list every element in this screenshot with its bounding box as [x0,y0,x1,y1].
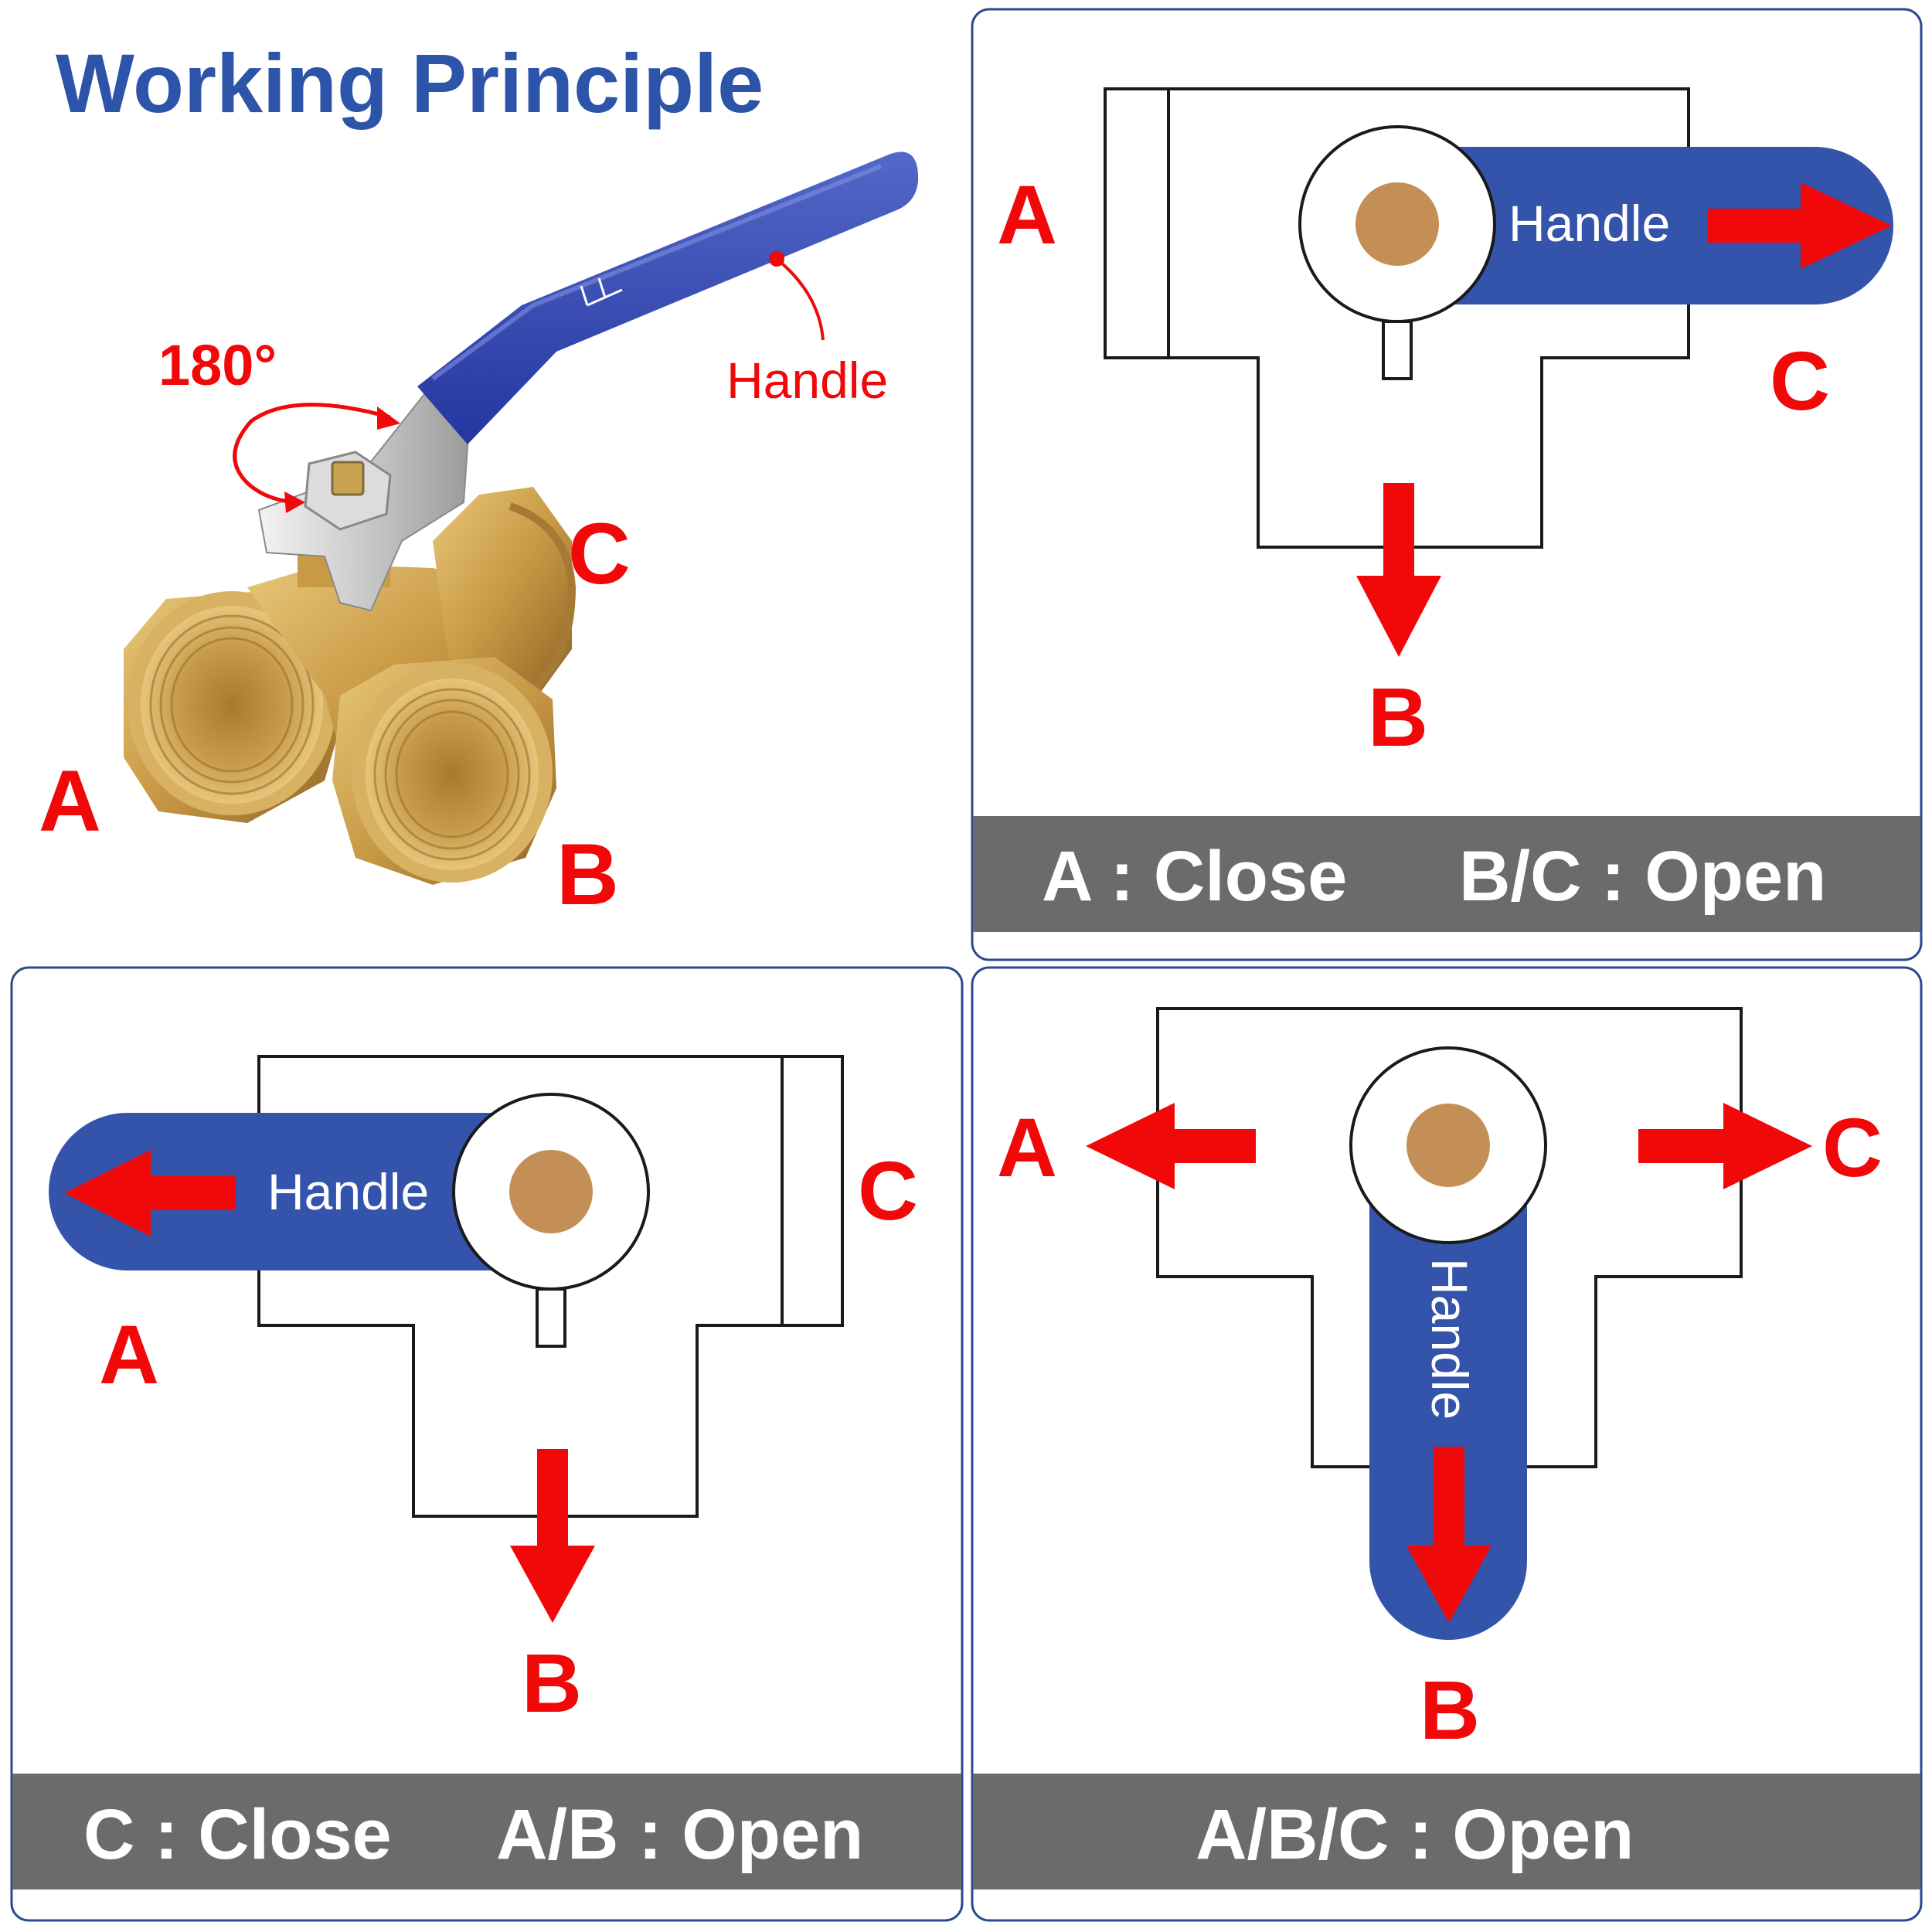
port-a-label: A [99,1308,159,1401]
status-bar [12,1774,961,1889]
flow-arrow-left-icon [1086,1103,1256,1189]
stem-key [1382,320,1413,380]
flow-arrow-down-icon [510,1449,595,1623]
status-text-c-close: C : Close [83,1795,392,1874]
photo-handle-label: Handle [726,352,888,409]
stem-center [1355,182,1439,266]
lever-engraving-icon [580,277,623,307]
status-text-abc-open: A/B/C : Open [1196,1795,1634,1874]
port-b-body [332,657,556,885]
panel-c-closed: Handle C A B C : Close A/B : Open [10,966,964,1922]
status-text-a-close: A : Close [1042,837,1347,916]
flow-arrow-left-icon [64,1150,236,1236]
status-bar [973,1774,1920,1889]
stem-center [1406,1104,1490,1187]
flow-arrow-down-icon [1406,1447,1492,1623]
rotation-arrow-icon [233,403,391,505]
photo-port-a-label: A [39,753,101,849]
port-b-label: B [1368,670,1428,764]
stem-center [509,1150,593,1233]
handle-lever [417,151,919,445]
status-bar [973,816,1920,932]
status-text-bc-open: B/C : Open [1459,837,1826,916]
page-title: Working Principle [56,36,764,130]
status-text-ab-open: A/B : Open [496,1795,863,1874]
handle-shape [1369,1145,1527,1640]
photo-port-c-label: C [568,505,631,602]
port-c-body [433,487,577,696]
panel-a-closed: Handle A C B A : Close B/C : Open [971,8,1923,961]
handle-callout-line [775,257,825,341]
flow-arrow-right-icon [1638,1103,1812,1189]
flow-arrow-right-icon [1708,182,1892,269]
valve-photo [124,151,919,885]
stem-key [536,1287,566,1348]
rotation-label: 180° [158,333,277,397]
port-b-label: B [1420,1663,1480,1757]
port-c-label: C [1822,1100,1883,1194]
panel-all-open: Handle A C B A/B/C : Open [971,966,1923,1922]
handle-shape [1397,147,1893,304]
flow-arrow-down-icon [1356,483,1441,657]
handle-label: Handle [267,1163,429,1220]
handle-label: Handle [1509,195,1670,252]
photo-port-b-label: B [556,826,619,923]
port-a-label: A [997,168,1057,261]
port-c-label: C [858,1144,918,1237]
handle-label: Handle [1421,1258,1478,1420]
port-b-label: B [522,1636,582,1730]
port-a-label: A [997,1100,1057,1194]
port-c-label: C [1770,334,1830,427]
handle-shape [49,1113,551,1270]
